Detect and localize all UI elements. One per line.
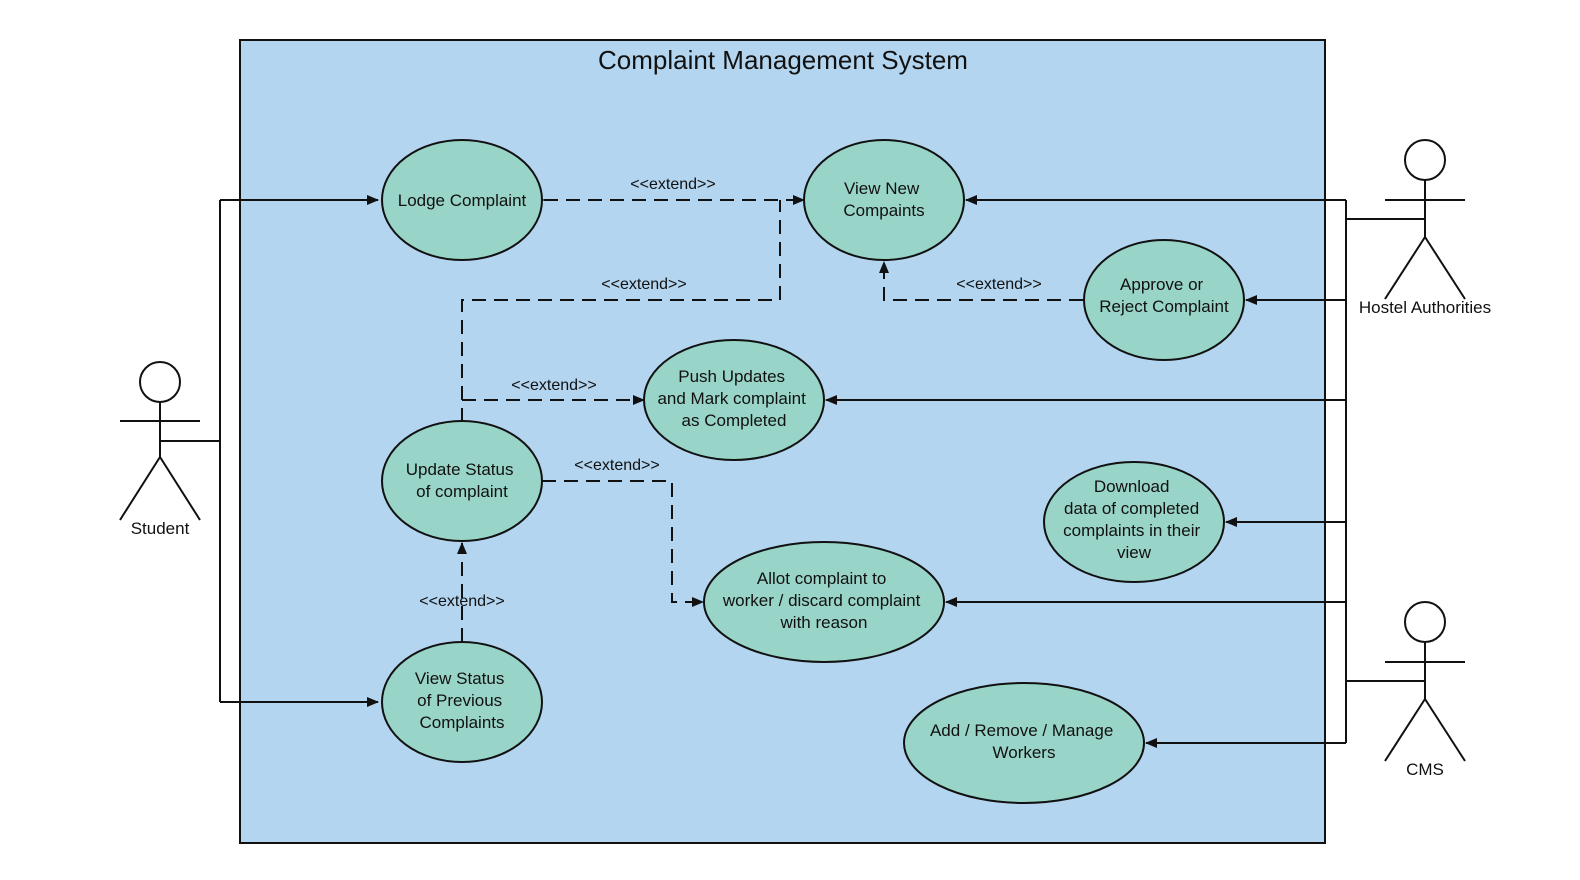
svg-text:Add / Remove / Manage Wo: Add / Remove / Manage Workers bbox=[930, 721, 1118, 762]
actor-student-label: Student bbox=[131, 519, 190, 538]
usecase-view-new-complaints: View New Compaints bbox=[803, 139, 965, 261]
extend-label-3: <<extend>> bbox=[956, 276, 1041, 293]
actor-hostel-label: Hostel Authorities bbox=[1359, 298, 1491, 317]
usecase-approve-reject: Approve or Reject Complaint bbox=[1083, 239, 1245, 361]
actor-cms-label: CMS bbox=[1406, 760, 1444, 779]
svg-text:Download data of complet: Download data of completed complaints in… bbox=[1063, 477, 1205, 562]
usecase-allot-complaint: Allot complaint to worker / discard comp… bbox=[703, 541, 945, 663]
svg-text:Update Status of complai: Update Status of complaint bbox=[406, 460, 518, 501]
actor-student: Student bbox=[119, 361, 201, 538]
extend-label-6: <<extend>> bbox=[419, 593, 504, 610]
actor-hostel-authorities: Hostel Authorities bbox=[1359, 139, 1491, 317]
extend-update-allot bbox=[542, 480, 704, 607]
svg-text:Allot complaint to worke: Allot complaint to worker / discard comp… bbox=[722, 569, 925, 632]
extend-label-1: <<extend>> bbox=[630, 176, 715, 193]
extend-label-2: <<extend>> bbox=[601, 276, 686, 293]
extend-update-view-new bbox=[461, 200, 781, 422]
extend-label-4: <<extend>> bbox=[511, 377, 596, 394]
usecase-manage-workers: Add / Remove / Manage Workers bbox=[903, 682, 1145, 804]
svg-text:Push Updates and Mark co: Push Updates and Mark complaint as Compl… bbox=[657, 367, 810, 430]
system-title: Complaint Management System bbox=[598, 45, 968, 75]
usecase-update-status: Update Status of complaint bbox=[381, 420, 543, 542]
svg-text:View New Compaints: View New Compaints bbox=[843, 179, 924, 220]
extend-approve-view-new bbox=[879, 261, 1083, 301]
extend-label-5: <<extend>> bbox=[574, 457, 659, 474]
usecase-push-updates: Push Updates and Mark complaint as Compl… bbox=[643, 339, 825, 461]
svg-text:View Status of Previous: View Status of Previous Complaints bbox=[415, 669, 509, 732]
usecase-view-previous: View Status of Previous Complaints bbox=[381, 641, 543, 763]
usecase-lodge-complaint: Lodge Complaint bbox=[381, 139, 543, 261]
usecase-download-data: Download data of completed complaints in… bbox=[1043, 461, 1225, 583]
actor-cms: CMS bbox=[1384, 601, 1466, 779]
svg-text:Approve or Reject Compla: Approve or Reject Complaint bbox=[1099, 275, 1229, 316]
svg-text:Lodge Complaint: Lodge Complaint bbox=[398, 191, 527, 210]
